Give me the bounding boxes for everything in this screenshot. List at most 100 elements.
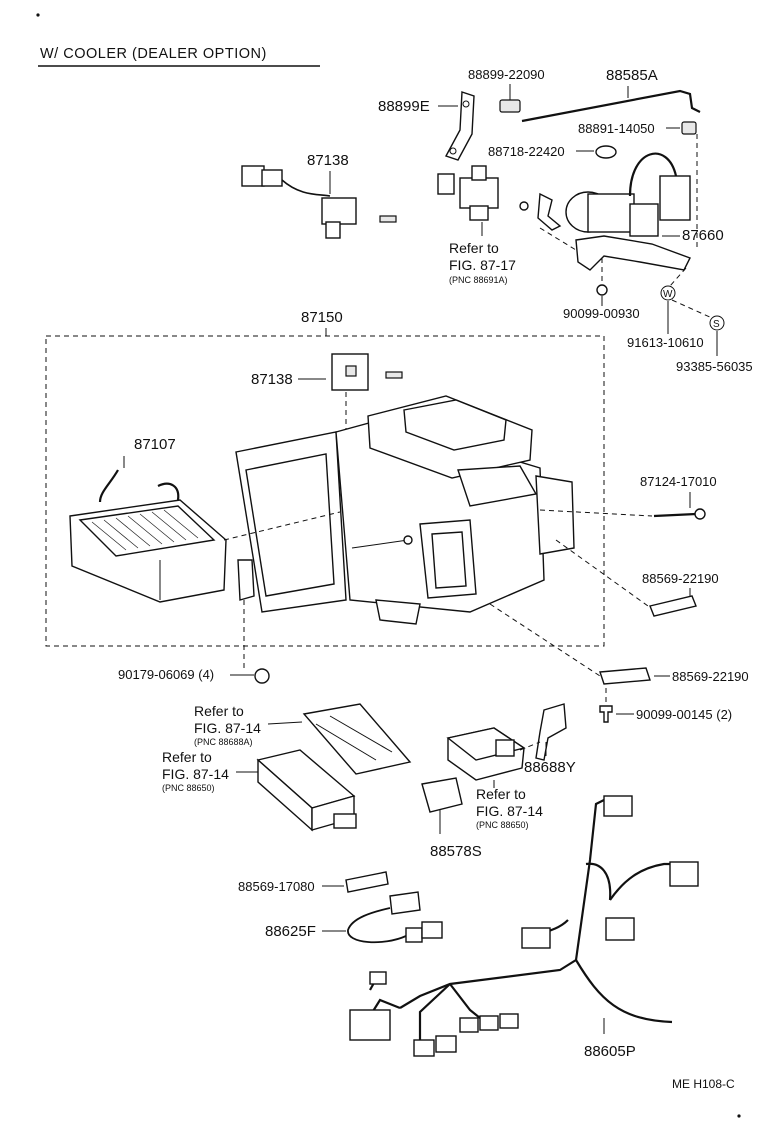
relay-88578S bbox=[421, 777, 463, 813]
ref3-fig: FIG. 87-14 bbox=[162, 766, 229, 782]
core-fin bbox=[91, 521, 127, 551]
dash-core bbox=[223, 511, 341, 541]
harness-88625F bbox=[347, 891, 443, 944]
label-88578S: 88578S bbox=[430, 843, 482, 860]
core-top-face bbox=[78, 505, 216, 557]
housing-link-pivot bbox=[403, 535, 413, 545]
grommet-90179-06069 bbox=[254, 668, 270, 684]
core-fin bbox=[115, 517, 151, 547]
pin-head bbox=[694, 508, 706, 520]
label-88899E: 88899E bbox=[378, 98, 430, 115]
label-93385-56035: 93385-56035 bbox=[676, 359, 753, 374]
resistor-wire bbox=[281, 179, 331, 197]
vsv-body bbox=[459, 177, 499, 209]
label-87138-mid: 87138 bbox=[251, 371, 293, 388]
housing-link-rod bbox=[351, 539, 409, 549]
resistor-connector bbox=[241, 165, 265, 187]
housing-door-inner bbox=[431, 531, 467, 589]
control-rod-88585A bbox=[521, 89, 701, 123]
ref3-label: Refer to bbox=[162, 749, 212, 765]
core-pipe-1 bbox=[98, 469, 119, 503]
relay-terminal bbox=[495, 739, 515, 757]
label-88891-14050: 88891-14050 bbox=[578, 121, 655, 136]
actuator-plate bbox=[629, 203, 659, 237]
clamp-88891-14050 bbox=[681, 121, 697, 135]
ref2-fig: FIG. 87-14 bbox=[194, 720, 261, 736]
relay-88688Y bbox=[446, 703, 567, 781]
label-87150: 87150 bbox=[301, 309, 343, 326]
bolt-90099-00930 bbox=[596, 284, 608, 296]
label-88569-22190-b: 88569-22190 bbox=[672, 669, 749, 684]
bracket-hole bbox=[449, 147, 457, 155]
core-fin bbox=[163, 509, 199, 539]
pin-87124-17010 bbox=[653, 512, 697, 518]
marker-s-circle bbox=[709, 315, 725, 331]
ref1-label: Refer to bbox=[449, 240, 499, 256]
resistor-connector-2 bbox=[261, 169, 283, 187]
actuator-body bbox=[587, 193, 635, 233]
relay-bracket-rib bbox=[329, 715, 393, 753]
harness-connector bbox=[479, 1015, 499, 1031]
dash-88569-a bbox=[555, 539, 649, 607]
ref4-label: Refer to bbox=[476, 786, 526, 802]
label-87138-top: 87138 bbox=[307, 152, 349, 169]
harness-connector bbox=[459, 1017, 479, 1033]
clip-88569-17080 bbox=[345, 871, 389, 893]
relay-bracket-rib bbox=[315, 723, 377, 761]
resistor-tab bbox=[325, 221, 341, 239]
bracket-88899E bbox=[444, 91, 475, 161]
dash-s bbox=[671, 299, 713, 319]
resistor-screw bbox=[379, 215, 397, 223]
actuator-connector bbox=[659, 175, 691, 221]
diagram-title: W/ COOLER (DEALER OPTION) bbox=[40, 46, 267, 62]
vsv-screw bbox=[519, 201, 529, 211]
wire-harness-88605P bbox=[349, 795, 699, 1057]
label-87107: 87107 bbox=[134, 436, 176, 453]
actuator-87660 bbox=[565, 152, 691, 271]
harness-connector bbox=[499, 1013, 519, 1029]
harness-branch-1 bbox=[585, 862, 612, 901]
heater-core-87107 bbox=[69, 469, 227, 603]
heater-housing bbox=[235, 395, 575, 625]
clamp-88569-22190-b bbox=[599, 667, 651, 685]
harness-connector bbox=[435, 1035, 457, 1053]
relay-bracket bbox=[302, 703, 412, 775]
housing-bottom-tab bbox=[375, 599, 421, 625]
harness-88625F-conn-a bbox=[405, 927, 423, 943]
label-87124-17010: 87124-17010 bbox=[640, 474, 717, 489]
label-88569-22190-a: 88569-22190 bbox=[642, 571, 719, 586]
ref1-pnc: (PNC 88691A) bbox=[449, 275, 508, 285]
housing-mount-foot bbox=[237, 559, 255, 601]
label-90179-06069: 90179-06069 (4) bbox=[118, 667, 214, 682]
leader-ref2 bbox=[267, 721, 303, 725]
clamp-88569-22190-a bbox=[649, 595, 697, 617]
marker-s: S bbox=[713, 319, 720, 330]
vsv-assembly bbox=[437, 165, 562, 231]
housing-top-outlet bbox=[403, 399, 507, 451]
marker-w-circle bbox=[660, 285, 676, 301]
dash-87124 bbox=[539, 509, 653, 517]
harness-88625F-wire bbox=[347, 907, 407, 944]
harness-branch-3 bbox=[575, 959, 673, 1024]
housing-left-window bbox=[245, 453, 335, 597]
harness-connector bbox=[349, 1009, 391, 1041]
heater-unit-boundary-87150 bbox=[45, 335, 605, 647]
label-90099-00930: 90099-00930 bbox=[563, 306, 640, 321]
band-88718-22420 bbox=[595, 145, 617, 159]
label-88688Y: 88688Y bbox=[524, 759, 576, 776]
vsv-port bbox=[471, 165, 487, 181]
label-87660: 87660 bbox=[682, 227, 724, 244]
harness-connector bbox=[521, 927, 551, 949]
dash-w bbox=[669, 267, 687, 287]
dash-88569-b bbox=[489, 603, 601, 677]
harness-connector bbox=[603, 795, 633, 817]
core-fin bbox=[139, 513, 175, 543]
actuator-wire bbox=[628, 152, 678, 197]
label-88585A: 88585A bbox=[606, 67, 658, 84]
ref4-pnc: (PNC 88650) bbox=[476, 820, 529, 830]
ref2-pnc: (PNC 88688A) bbox=[194, 737, 253, 747]
ref3-pnc: (PNC 88650) bbox=[162, 783, 215, 793]
label-90099-00145: 90099-00145 (2) bbox=[636, 707, 732, 722]
